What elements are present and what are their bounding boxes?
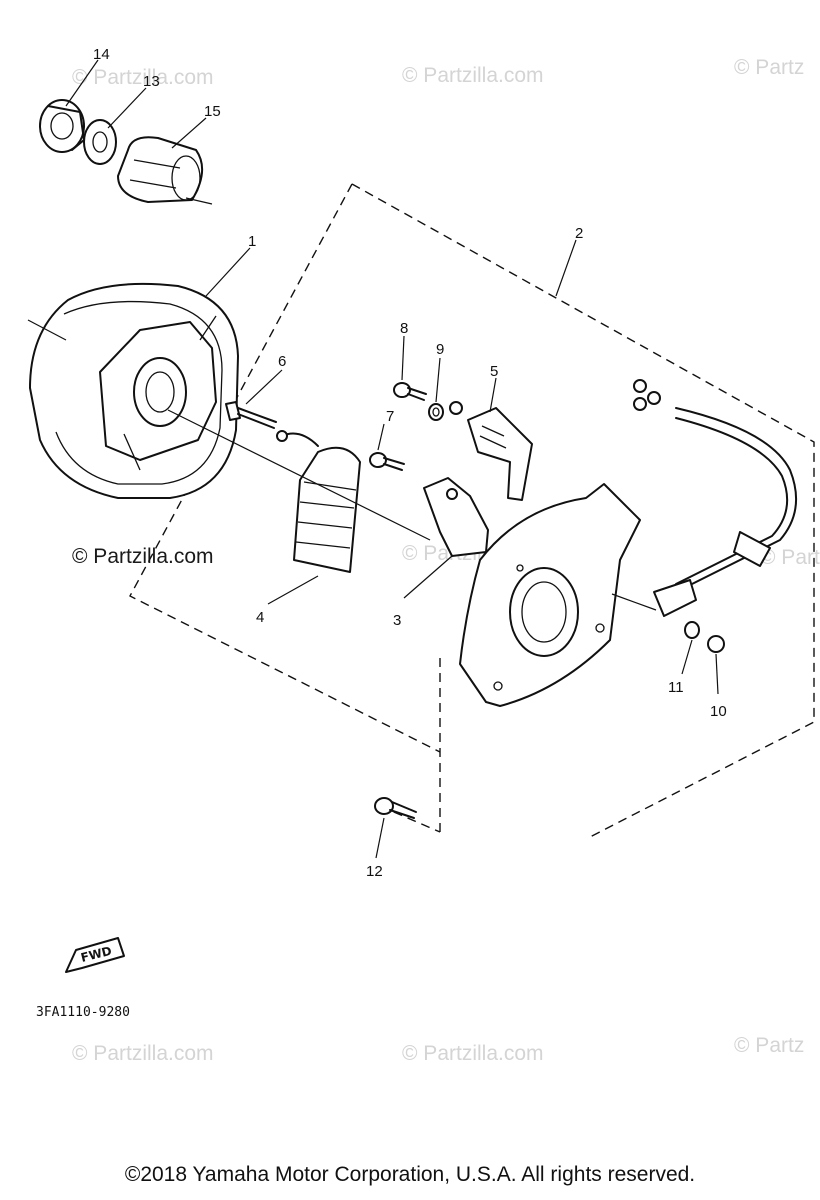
part-12-bolt [374,797,417,819]
watermark-top-right: © Partz [734,56,804,79]
callout-7: 7 [386,408,394,425]
watermark-bottom-left: © Partzilla.com [72,1042,214,1065]
part-2-base-plate [459,483,641,707]
callout-1: 1 [248,233,256,250]
callout-8: 8 [400,320,408,337]
callout-4: 4 [256,609,264,626]
part-10-bolt [707,635,725,653]
watermark-inline-dark: © Partzilla.com [72,545,214,568]
callout-15: 15 [204,103,221,120]
part-14-nut [39,99,85,153]
part-4-source-coil [276,430,361,573]
callout-11: 11 [668,679,684,696]
parts-diagram: © Partzilla.com © Partzilla.com © Partz … [27,46,820,1065]
callout-13: 13 [143,73,160,90]
callout-2: 2 [575,225,583,242]
callout-9: 9 [436,341,444,358]
part-13-washer [83,119,117,165]
fwd-arrow-icon: FWD [65,937,125,973]
part-8-bolt [393,382,427,401]
wire-harness [633,379,797,617]
callout-6: 6 [278,353,286,370]
watermark-bottom-right: © Partz [734,1034,804,1057]
assembly-2-boundary [129,183,815,839]
part-11-washer [684,621,700,639]
callout-12: 12 [366,863,383,880]
leader-lines [65,59,719,859]
callout-3: 3 [393,612,401,629]
part-3-pickup-coil [423,477,489,557]
part-7-bolt [369,452,405,471]
assembly-12-boundary [379,658,441,833]
part-1-flywheel-rotor [27,282,239,499]
part-5-contact-breaker [449,401,533,501]
part-6-screw [225,401,277,429]
callout-14: 14 [93,46,110,63]
diagram-part-code: 3FA1110-9280 [36,1005,130,1020]
watermark-mid-right: © Partz [760,546,820,569]
callout-5: 5 [490,363,498,380]
watermark-top-center: © Partzilla.com [402,64,544,87]
part-15-collar [117,136,213,205]
callout-10: 10 [710,703,727,720]
copyright-notice: ©2018 Yamaha Motor Corporation, U.S.A. A… [124,1163,696,1186]
watermark-bottom-center: © Partzilla.com [402,1042,544,1065]
part-9-washer [428,403,444,421]
watermark-top-left: © Partzilla.com [72,66,214,89]
